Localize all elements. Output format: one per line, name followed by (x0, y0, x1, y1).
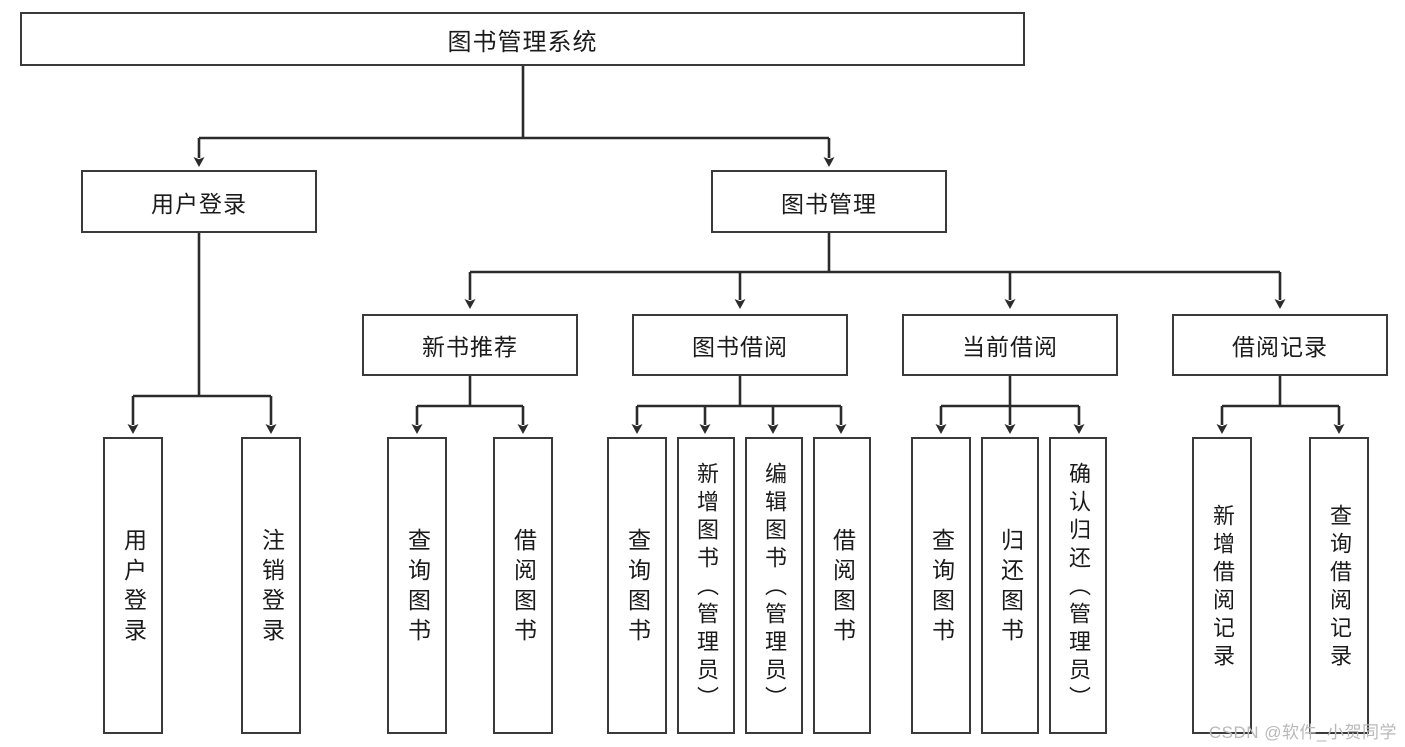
watermark-text: CSDN @软件_小贺同学 (1208, 723, 1397, 742)
node-user-login-label: 用户登录 (151, 190, 247, 217)
node-leaf-logout[interactable]: 注销登录 (241, 437, 301, 734)
node-leaf-query-record[interactable]: 查询借阅记录 (1309, 437, 1369, 734)
node-leaf-edit-book[interactable]: 编辑图书（管理员） (745, 437, 803, 734)
node-leaf-return-book[interactable]: 归还图书 (981, 437, 1039, 734)
node-leaf-query-book-2[interactable]: 查询图书 (607, 437, 667, 734)
node-leaf-borrow-book-1[interactable]: 借阅图书 (493, 437, 553, 734)
node-leaf-return-book-label: 归还图书 (997, 527, 1024, 648)
node-leaf-user-login[interactable]: 用户登录 (103, 437, 163, 734)
node-book-borrow[interactable]: 图书借阅 (632, 314, 848, 376)
node-book-manage[interactable]: 图书管理 (711, 170, 947, 233)
node-leaf-query-book-3[interactable]: 查询图书 (911, 437, 971, 734)
node-leaf-query-book-1[interactable]: 查询图书 (387, 437, 447, 734)
node-leaf-user-login-label: 用户登录 (120, 527, 147, 648)
node-current-borrow-label: 当前借阅 (962, 334, 1058, 360)
node-book-borrow-label: 图书借阅 (692, 334, 788, 360)
node-new-book-rec-label: 新书推荐 (422, 334, 518, 360)
node-leaf-add-book[interactable]: 新增图书（管理员） (677, 437, 735, 734)
node-leaf-edit-book-label: 编辑图书（管理员） (762, 461, 787, 714)
node-leaf-logout-label: 注销登录 (258, 527, 285, 648)
node-leaf-query-book-2-label: 查询图书 (624, 527, 651, 648)
node-borrow-record[interactable]: 借阅记录 (1172, 314, 1388, 376)
node-root-label: 图书管理系统 (447, 28, 598, 56)
node-leaf-query-record-label: 查询借阅记录 (1327, 503, 1352, 672)
node-leaf-add-record[interactable]: 新增借阅记录 (1192, 437, 1252, 734)
node-leaf-add-book-label: 新增图书（管理员） (694, 461, 719, 714)
node-new-book-rec[interactable]: 新书推荐 (362, 314, 578, 376)
node-root[interactable]: 图书管理系统 (20, 12, 1025, 66)
node-user-login[interactable]: 用户登录 (81, 170, 317, 233)
node-borrow-record-label: 借阅记录 (1232, 334, 1328, 360)
node-leaf-query-book-3-label: 查询图书 (928, 527, 955, 648)
node-current-borrow[interactable]: 当前借阅 (902, 314, 1118, 376)
node-leaf-confirm-return[interactable]: 确认归还（管理员） (1049, 437, 1107, 734)
node-leaf-confirm-return-label: 确认归还（管理员） (1066, 461, 1091, 714)
node-leaf-borrow-book-2[interactable]: 借阅图书 (813, 437, 871, 734)
node-leaf-borrow-book-2-label: 借阅图书 (829, 527, 856, 648)
node-leaf-query-book-1-label: 查询图书 (404, 527, 431, 648)
node-book-manage-label: 图书管理 (781, 190, 877, 217)
node-leaf-add-record-label: 新增借阅记录 (1210, 503, 1235, 672)
node-leaf-borrow-book-1-label: 借阅图书 (510, 527, 537, 648)
